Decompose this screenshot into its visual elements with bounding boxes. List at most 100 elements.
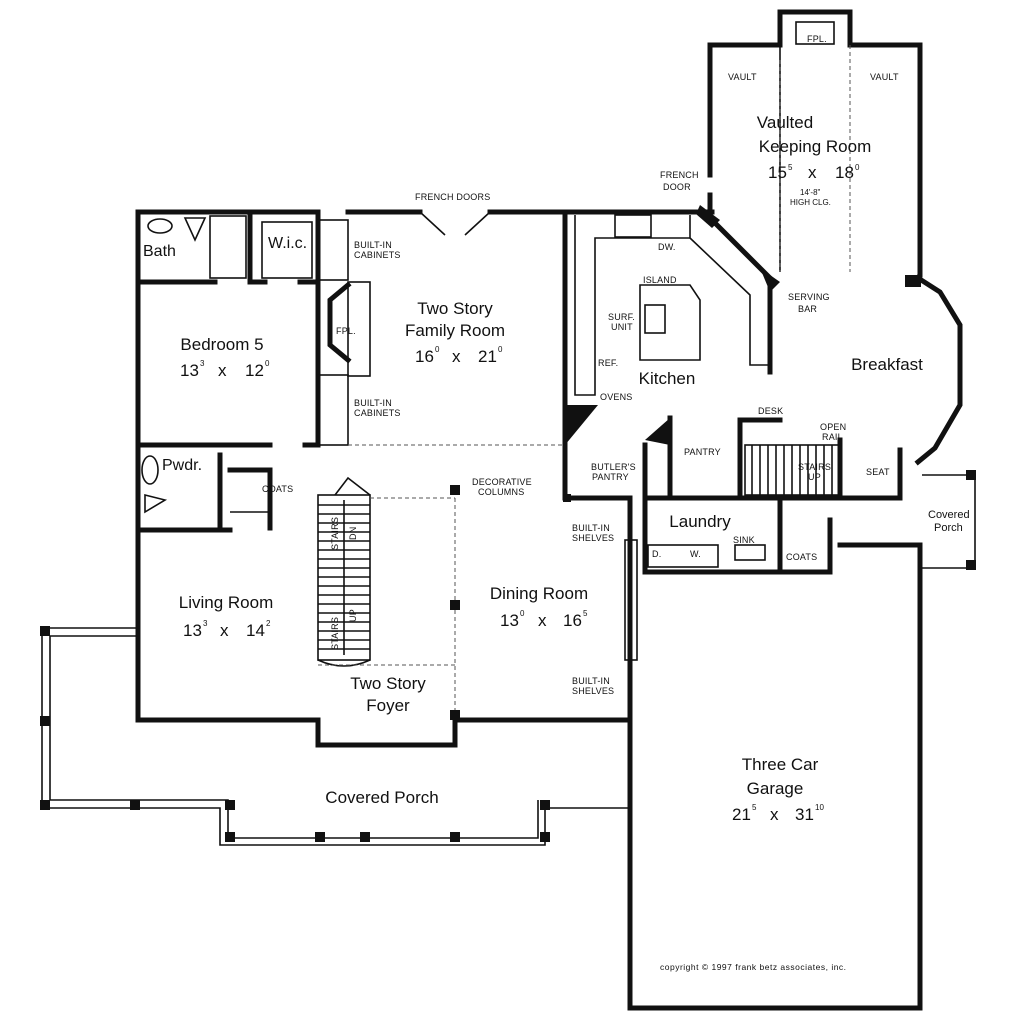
garage-name-1: Three Car [742, 755, 819, 774]
shelves-top-2: SHELVES [572, 533, 614, 543]
keeping-room-walls [696, 9, 923, 278]
open-rail-2: RAIL [822, 432, 843, 442]
kitchen-name: Kitchen [639, 369, 696, 388]
dining-room-dim-h: 16 [563, 611, 582, 630]
bedroom5-dim-h: 12 [245, 361, 264, 380]
porch-post [540, 832, 550, 842]
porch-post [40, 716, 50, 726]
living-room-name: Living Room [179, 593, 274, 612]
family-room-name-2: Family Room [405, 321, 505, 340]
kitchen-details [565, 214, 770, 445]
builtin-cab-top-2: CABINETS [354, 250, 401, 260]
bath-name: Bath [143, 243, 176, 260]
foyer-stairs-up-2: UP [348, 609, 358, 622]
front-porch-name: Covered Porch [325, 788, 438, 807]
dining-room-x: x [538, 611, 547, 630]
foyer-stairs [317, 476, 371, 667]
wic-name: W.i.c. [268, 235, 307, 252]
porch-post [360, 832, 370, 842]
wall-column [760, 268, 780, 292]
garage-x: x [770, 805, 779, 824]
laundry-name: Laundry [669, 512, 731, 531]
builtin-cab-bot-1: BUILT-IN [354, 398, 392, 408]
living-room-dim-h-sup: 2 [266, 619, 271, 628]
garage-dim-h: 31 [795, 805, 814, 824]
vault-left-label: VAULT [728, 72, 757, 82]
dining-room-dim-w: 13 [500, 611, 519, 630]
pantry-walls [562, 415, 923, 575]
garage-name-2: Garage [747, 779, 804, 798]
bedroom5-name: Bedroom 5 [180, 335, 263, 354]
deco-columns-1: DECORATIVE [472, 477, 532, 487]
garage-dim-w-sup: 5 [752, 803, 757, 812]
family-room-dim-h-sup: 0 [498, 345, 503, 354]
family-room-x: x [452, 347, 461, 366]
surf-unit-2: UNIT [611, 322, 633, 332]
desk-label: DESK [758, 406, 783, 416]
keeping-room-note-2: HIGH CLG. [790, 198, 831, 207]
breakfast-bay [914, 274, 963, 466]
open-rail-1: OPEN [820, 422, 846, 432]
foyer-name-1: Two Story [350, 674, 426, 693]
builtin-cab-top-1: BUILT-IN [354, 240, 392, 250]
keeping-room-dim-h-sup: 0 [855, 163, 860, 172]
butlers-pantry-2: PANTRY [592, 472, 629, 482]
dining-room-name: Dining Room [490, 584, 588, 603]
coats-laundry-label: COATS [786, 552, 817, 562]
vault-right-label: VAULT [870, 72, 899, 82]
kitchen-stairs-up-2: UP [808, 472, 821, 482]
bedroom5-dim-w: 13 [180, 361, 199, 380]
bedroom5-x: x [218, 361, 227, 380]
french-door-label: FRENCH [660, 170, 699, 180]
porch-post [40, 800, 50, 810]
ref-label: REF. [598, 358, 618, 368]
butlers-pantry-1: BUTLER'S [591, 462, 636, 472]
shelves-top-1: BUILT-IN [572, 523, 610, 533]
dw-label: DW. [658, 242, 676, 252]
surf-unit-1: SURF. [608, 312, 635, 322]
side-porch-name-2: Porch [934, 522, 963, 534]
french-doors-label: FRENCH DOORS [415, 192, 490, 202]
porch-post [40, 626, 50, 636]
kitchen-stairs-up-1: STAIRS [798, 462, 831, 472]
dining-walls [562, 494, 638, 661]
pwdr-name: Pwdr. [162, 457, 202, 474]
front-porch [40, 626, 630, 846]
shelves-bot-2: SHELVES [572, 686, 614, 696]
garage-dim-h-sup: 10 [815, 803, 824, 812]
family-room-details [317, 211, 565, 446]
family-room-name-1: Two Story [417, 299, 493, 318]
foyer-stairs-up-1: STAIRS [330, 617, 340, 650]
breakfast-name: Breakfast [851, 355, 923, 374]
fpl-family-label: FPL. [336, 326, 356, 336]
keeping-room-dim-w: 15 [768, 163, 787, 182]
fireplace-box [795, 21, 835, 45]
dryer-label: D. [652, 549, 661, 559]
washer-label: W. [690, 549, 701, 559]
serving-bar-1: SERVING [788, 292, 830, 302]
island-label: ISLAND [643, 275, 677, 285]
porch-post [225, 800, 235, 810]
powder-walls [135, 452, 273, 533]
coats-label: COATS [262, 484, 293, 494]
deco-columns-2: COLUMNS [478, 487, 524, 497]
living-room-dim-h: 14 [246, 621, 265, 640]
living-room-x: x [220, 621, 229, 640]
side-porch [922, 470, 976, 570]
bedroom5-dim-h-sup: 0 [265, 359, 270, 368]
pantry-label: PANTRY [684, 447, 721, 457]
builtin-cab-bot-2: CABINETS [354, 408, 401, 418]
bedroom5-dim-w-sup: 3 [200, 359, 205, 368]
porch-post [225, 832, 235, 842]
family-room-dim-w: 16 [415, 347, 434, 366]
keeping-room-dim-w-sup: 5 [788, 163, 793, 172]
living-room-dim-w-sup: 3 [203, 619, 208, 628]
sink-label: SINK [733, 535, 755, 545]
living-room-dim-w: 13 [183, 621, 202, 640]
keeping-room-name-1: Vaulted [757, 113, 813, 132]
keeping-room-dim-h: 18 [835, 163, 854, 182]
serving-bar-2: BAR [798, 304, 817, 314]
porch-post [130, 800, 140, 810]
